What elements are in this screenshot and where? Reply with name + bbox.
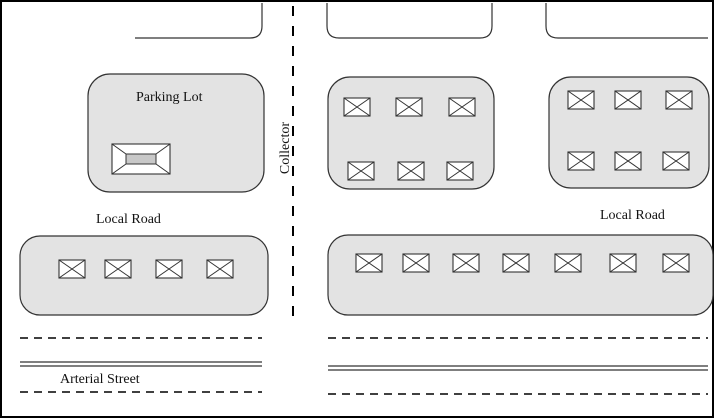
building-right-upper-1 [567, 90, 595, 110]
building-left-lower-2 [104, 259, 132, 279]
building-left-lower-3 [155, 259, 183, 279]
block-left-lower [19, 235, 269, 316]
building-center-upper-1 [343, 97, 371, 117]
local-road-right-label: Local Road [600, 208, 665, 223]
building-center-lower-1 [347, 161, 375, 181]
parking-lot-label: Parking Lot [136, 90, 203, 105]
top-right-block-outline [545, 3, 708, 39]
arterial-street-label: Arterial Street [60, 372, 140, 387]
top-blocks [135, 3, 708, 39]
building-right-upper-2 [614, 90, 642, 110]
building-left-lower-4 [206, 259, 234, 279]
building-right-lower-row-2 [402, 253, 430, 273]
building-right-lower-row-4 [502, 253, 530, 273]
building-right-lower-1 [567, 151, 595, 171]
building-left-lower-1 [58, 259, 86, 279]
parking-structure [111, 143, 171, 175]
buildings [58, 90, 693, 279]
building-right-lower-row-7 [662, 253, 690, 273]
building-right-lower-row-1 [355, 253, 383, 273]
building-right-lower-2 [614, 151, 642, 171]
building-right-upper-3 [665, 90, 693, 110]
building-right-lower-row-5 [554, 253, 582, 273]
building-right-lower-row-3 [452, 253, 480, 273]
local-road-left-label: Local Road [96, 212, 161, 227]
arterial-street-lines [20, 337, 708, 395]
collector-label: Collector [278, 121, 293, 175]
top-left-block-outline [135, 3, 263, 39]
building-right-lower-row-6 [609, 253, 637, 273]
building-center-upper-2 [395, 97, 423, 117]
building-center-lower-3 [446, 161, 474, 181]
block-right-lower [327, 234, 714, 316]
top-middle-block-outline [326, 3, 493, 39]
building-right-lower-3 [662, 151, 690, 171]
building-center-upper-3 [448, 97, 476, 117]
building-center-lower-2 [397, 161, 425, 181]
